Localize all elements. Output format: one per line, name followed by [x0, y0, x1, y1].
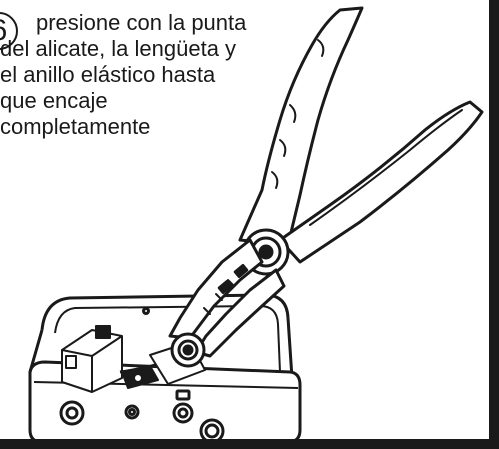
instruction-line: presione con la punta	[36, 10, 247, 35]
instruction-text: presione con la punta del alicate, la le…	[0, 10, 300, 140]
instruction-line: el anillo elástico hasta	[0, 62, 216, 87]
pliers-icon	[168, 6, 484, 368]
instruction-line: completamente	[0, 114, 151, 139]
panel-border-bottom	[0, 439, 499, 449]
panel-border-right	[489, 0, 499, 449]
instruction-line: que encaje	[0, 88, 108, 113]
instruction-line: del alicate, la lengüeta y	[0, 36, 237, 61]
